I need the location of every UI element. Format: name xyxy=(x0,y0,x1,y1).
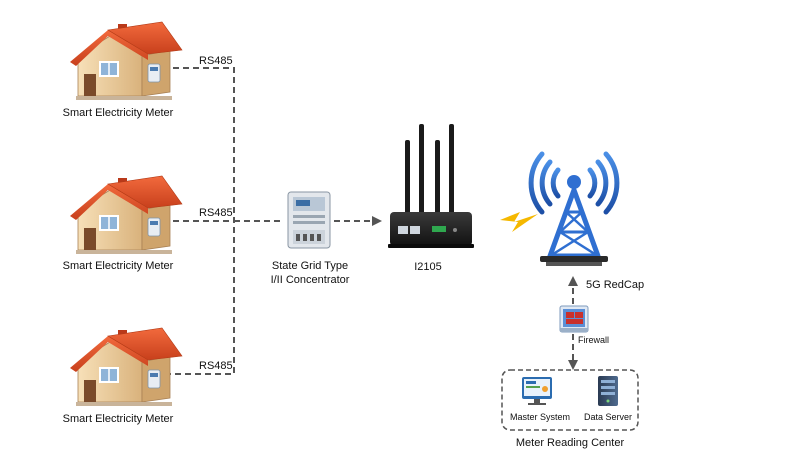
master-system-label: Master System xyxy=(509,412,571,422)
meter-reading-center-label: Meter Reading Center xyxy=(515,437,625,449)
concentrator-label-line2: I/II Concentrator xyxy=(270,274,350,286)
firewall-icon xyxy=(559,305,589,333)
concentrator-icon xyxy=(287,191,331,249)
rs485-label: RS485 xyxy=(199,55,233,67)
concentrator-label-line1: State Grid Type xyxy=(271,260,349,272)
house-icon xyxy=(69,175,183,255)
rs485-label: RS485 xyxy=(199,207,233,219)
arrowheads xyxy=(372,216,578,370)
meter-label: Smart Electricity Meter xyxy=(62,260,174,272)
meter-label: Smart Electricity Meter xyxy=(62,413,174,425)
data-server-label: Data Server xyxy=(583,412,633,422)
meter-reading-center-box xyxy=(501,369,639,431)
monitor-icon xyxy=(522,377,552,405)
server-icon xyxy=(598,376,618,406)
house-icon xyxy=(69,327,183,407)
tower-icon xyxy=(528,151,620,266)
house-icon xyxy=(69,21,183,101)
wireless-bolt-icon xyxy=(500,212,538,232)
tower-label: 5G RedCap xyxy=(586,279,645,291)
router-icon xyxy=(388,124,474,248)
firewall-label: Firewall xyxy=(578,335,610,345)
router-label: I2105 xyxy=(414,261,442,273)
meter-label: Smart Electricity Meter xyxy=(62,107,174,119)
rs485-label: RS485 xyxy=(199,360,233,372)
